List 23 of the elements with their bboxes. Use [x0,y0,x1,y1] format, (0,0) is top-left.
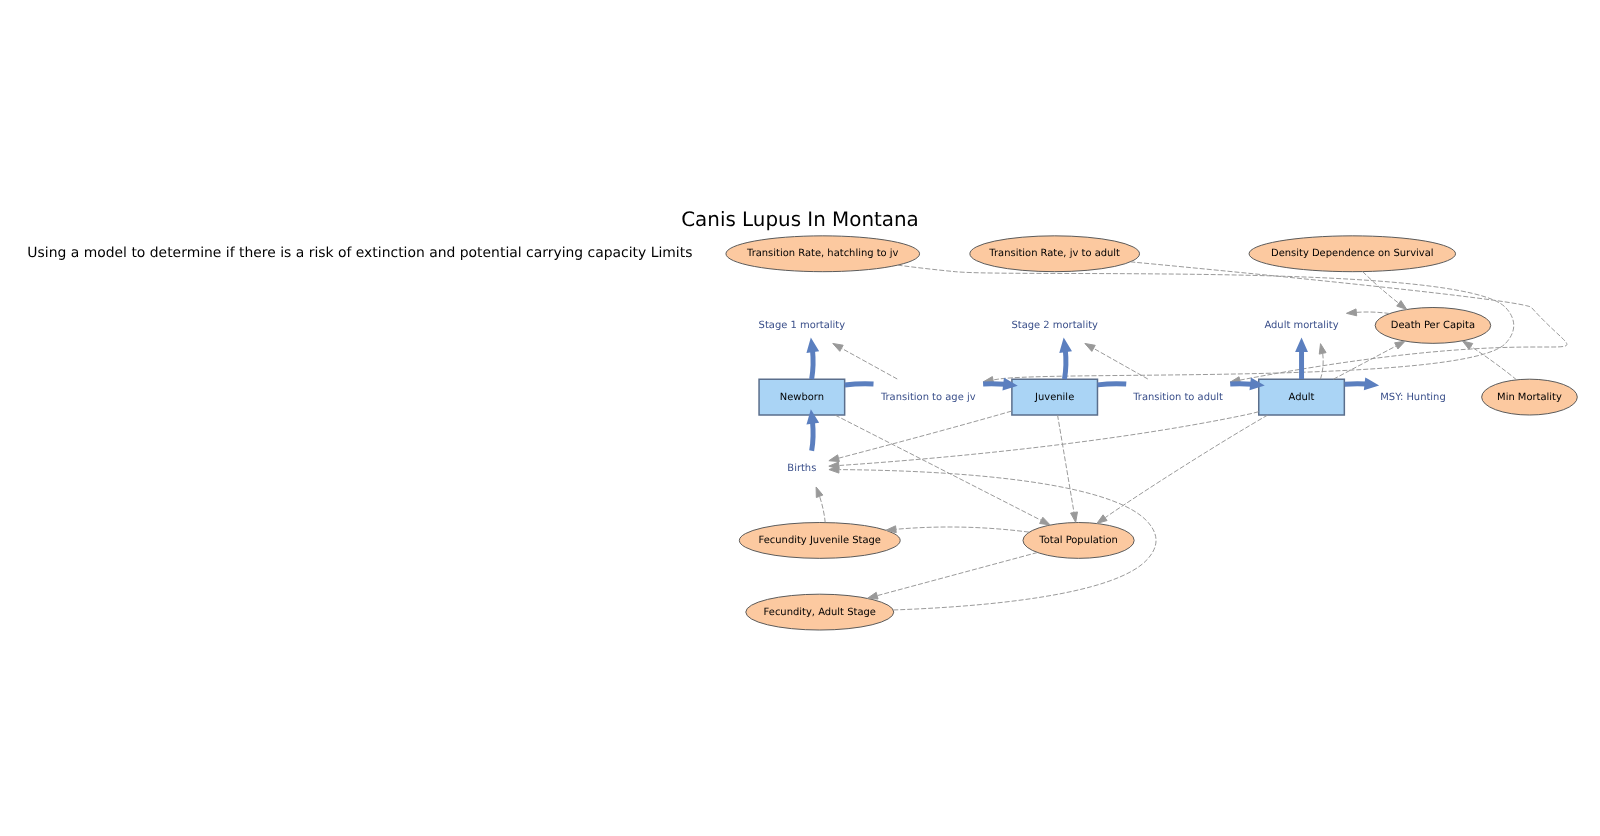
arrow [1096,414,1269,524]
arrow [1462,340,1518,381]
arrow [1059,337,1072,380]
arrow [832,342,898,380]
arrow [828,465,1157,611]
arrow [1344,377,1380,391]
arrow [867,552,1038,600]
arrow [834,414,1051,526]
arrow [1333,340,1406,380]
arrow [828,410,1013,463]
arrow [806,409,820,452]
arrow [1345,308,1390,317]
arrow [1318,343,1327,380]
arrow [815,486,826,523]
arrow [806,337,820,380]
arrow [1084,342,1149,380]
arrow [1295,337,1308,380]
arrow [1057,414,1078,523]
arrow [1362,271,1408,310]
connector [1097,381,1127,388]
arrow [885,525,1030,534]
diagram-title: Canis Lupus In Montana [681,209,919,232]
connector [844,381,874,388]
